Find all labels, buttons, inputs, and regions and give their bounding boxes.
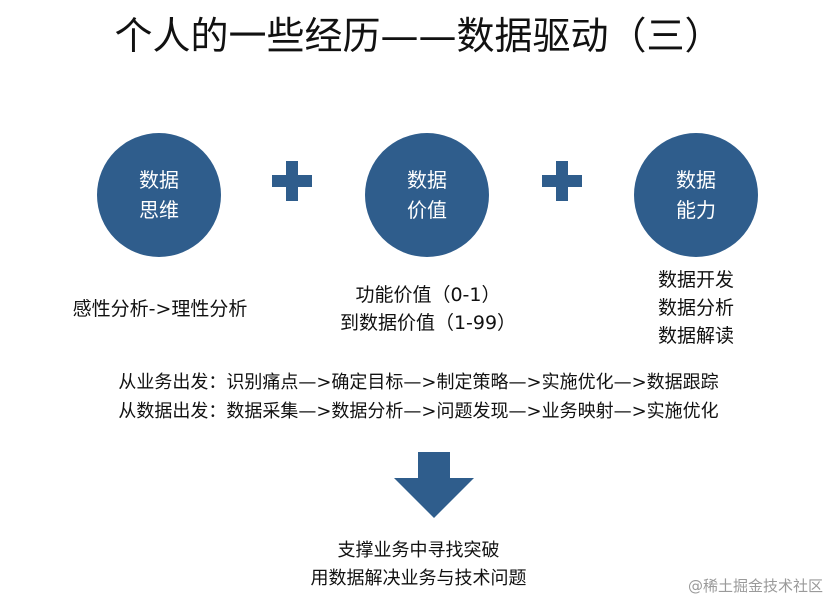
circle-label-line2: 价值 bbox=[407, 198, 447, 222]
circle-label-line2: 能力 bbox=[676, 198, 716, 222]
value-caption-line: 功能价值（0-1） bbox=[355, 284, 501, 306]
result-line: 用数据解决业务与技术问题 bbox=[310, 568, 527, 589]
plus-icon bbox=[542, 161, 582, 201]
circle-label-line1: 数据 bbox=[407, 168, 447, 192]
value-caption-line: 到数据价值（1-99） bbox=[339, 312, 517, 334]
ability-caption: 数据开发 数据分析 数据解读 bbox=[606, 266, 786, 350]
data-flow: 从数据出发：数据采集—>数据分析—>问题发现—>业务映射—>实施优化 bbox=[118, 401, 719, 422]
watermark: @稀土掘金技术社区 bbox=[687, 577, 823, 595]
plus-icon bbox=[272, 161, 312, 201]
value-caption: 功能价值（0-1） 到数据价值（1-99） bbox=[298, 281, 558, 337]
data-value-circle: 数据 价值 bbox=[365, 133, 489, 257]
ability-caption-line: 数据开发 bbox=[657, 269, 734, 291]
result-line: 支撑业务中寻找突破 bbox=[337, 540, 500, 561]
down-arrow-icon bbox=[394, 452, 474, 518]
business-flow: 从业务出发：识别痛点—>确定目标—>制定策略—>实施优化—>数据跟踪 bbox=[118, 372, 719, 393]
circle-label-line1: 数据 bbox=[676, 168, 716, 192]
data-thinking-circle: 数据 思维 bbox=[97, 133, 221, 257]
circle-label-line1: 数据 bbox=[139, 168, 179, 192]
ability-caption-line: 数据分析 bbox=[657, 297, 734, 319]
ability-caption-line: 数据解读 bbox=[657, 325, 734, 347]
result-block: 支撑业务中寻找突破 用数据解决业务与技术问题 bbox=[0, 537, 837, 593]
data-ability-circle: 数据 能力 bbox=[634, 133, 758, 257]
thinking-caption-text: 感性分析->理性分析 bbox=[72, 298, 248, 320]
thinking-caption: 感性分析->理性分析 bbox=[40, 295, 280, 323]
page-title: 个人的一些经历——数据驱动（三） bbox=[114, 14, 723, 58]
circle-label-line2: 思维 bbox=[139, 198, 179, 222]
